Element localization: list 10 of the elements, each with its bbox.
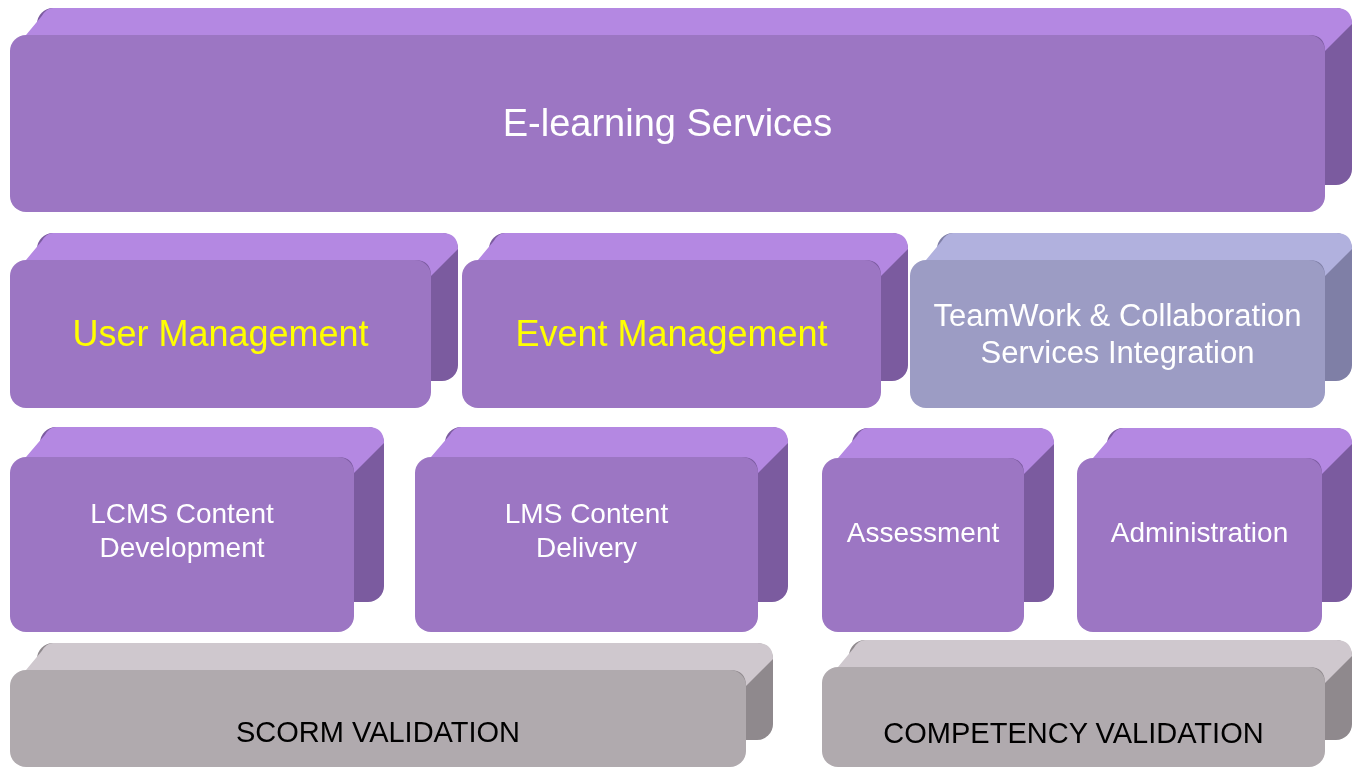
block-label: SCORM VALIDATION — [235, 715, 521, 750]
block-label: LCMS Content Development — [89, 496, 275, 565]
block-label: COMPETENCY VALIDATION — [883, 715, 1264, 751]
block-label: Event Management — [515, 312, 828, 356]
block-label: TeamWork & Collaboration Services Integration — [932, 296, 1303, 372]
block-label: Administration — [1110, 516, 1289, 550]
block-label: Assessment — [846, 516, 1000, 550]
block-label: User Management — [72, 312, 369, 356]
block-label: LMS Content Delivery — [503, 496, 670, 565]
block-label: E-learning Services — [502, 100, 833, 146]
